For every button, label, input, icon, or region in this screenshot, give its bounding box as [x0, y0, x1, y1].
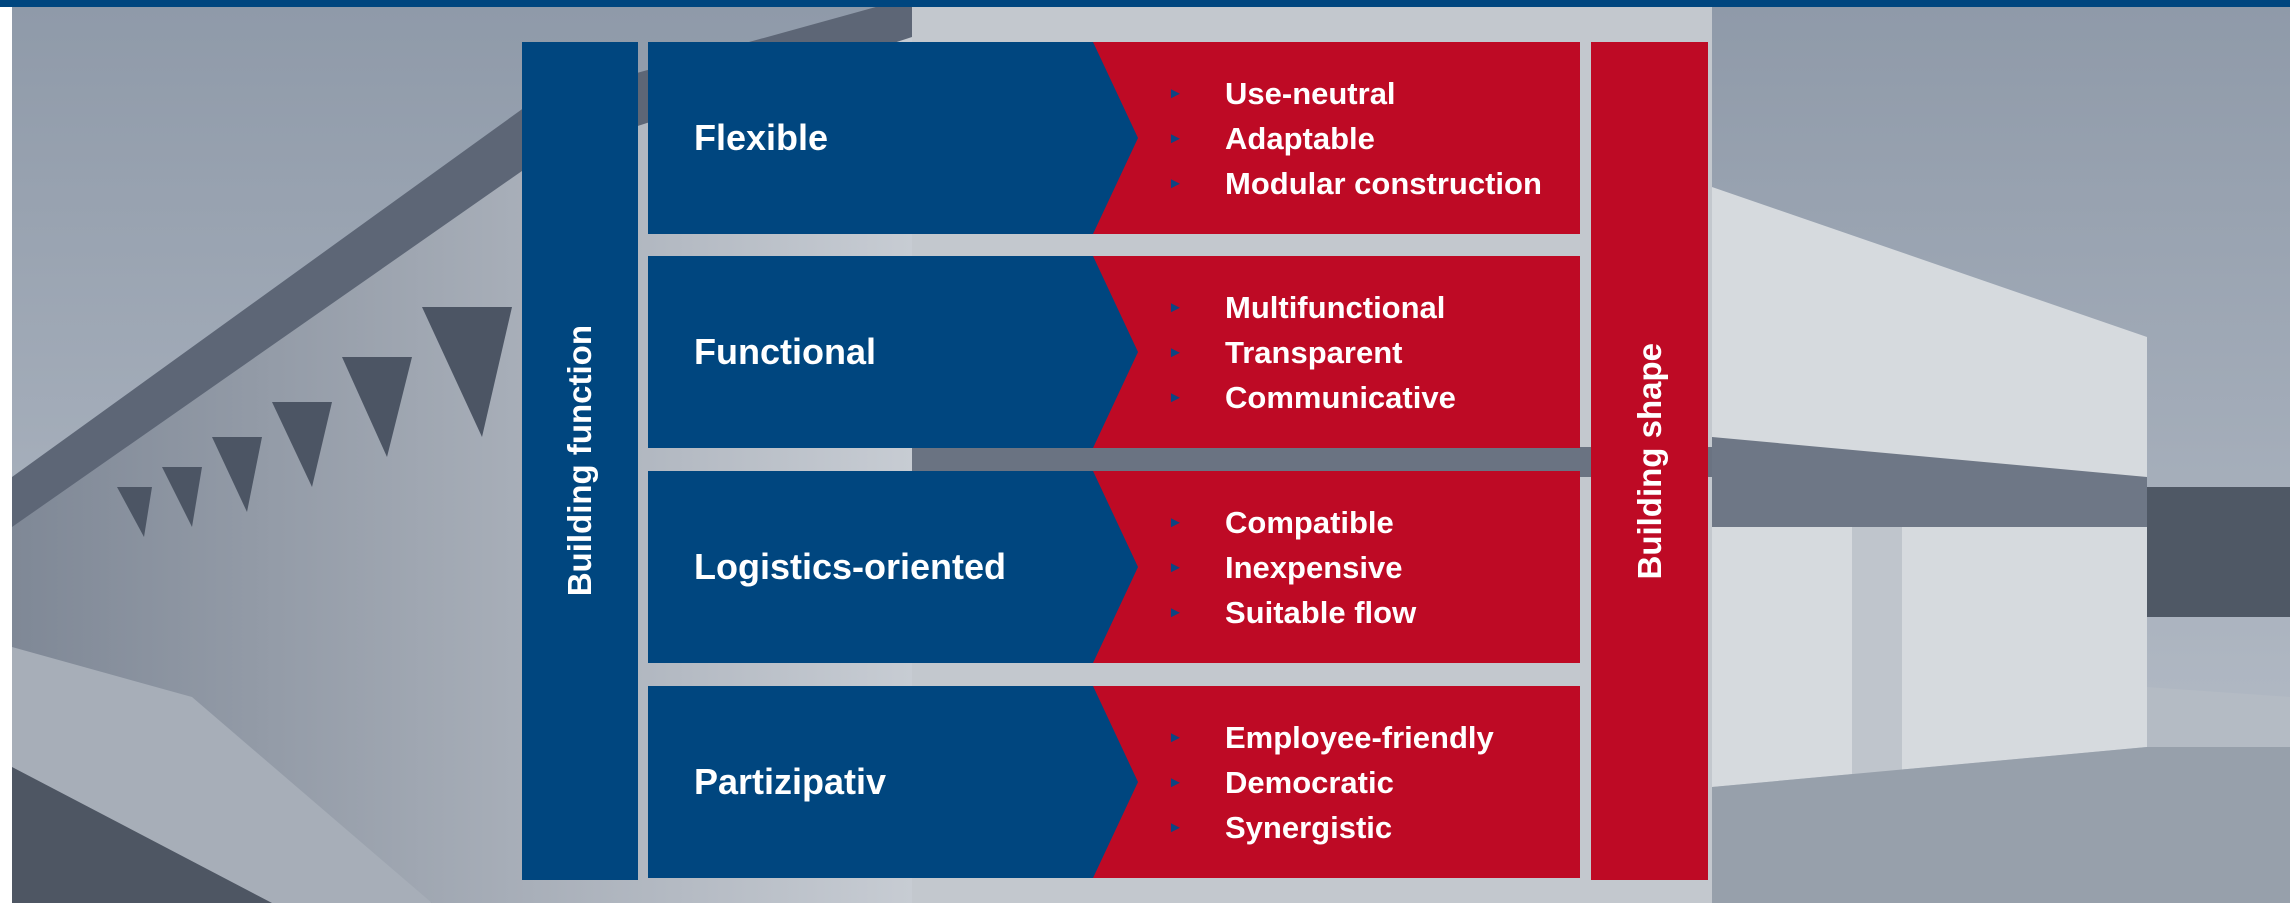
list-item-text: Modular construction: [1225, 165, 1542, 201]
row-title: Flexible: [694, 117, 829, 158]
row-chevron-shape: [648, 686, 1580, 878]
list-item: ► Adaptable: [1168, 116, 1578, 161]
list-item-text: Employee-friendly: [1225, 719, 1494, 755]
triangle-right-icon: ►: [1168, 129, 1183, 147]
criteria-row-functional: Functional ► Multifunctional ► Transparent…: [648, 256, 1580, 448]
list-item: ► Communicative: [1168, 375, 1578, 420]
triangle-right-icon: ►: [1168, 298, 1183, 316]
triangle-right-icon: ►: [1168, 174, 1183, 192]
triangle-right-icon: ►: [1168, 388, 1183, 406]
triangle-right-icon: ►: [1168, 343, 1183, 361]
triangle-right-icon: ►: [1168, 818, 1183, 836]
list-item-text: Democratic: [1225, 764, 1394, 800]
row-items: ► Compatible ► Inexpensive ► Suitable flow: [1168, 471, 1578, 663]
triangle-right-icon: ►: [1168, 728, 1183, 746]
triangle-right-icon: ►: [1168, 558, 1183, 576]
row-items: ► Employee-friendly ► Democratic ► Synergis…: [1168, 686, 1578, 878]
row-title: Partizipativ: [694, 761, 887, 802]
triangle-right-icon: ►: [1168, 513, 1183, 531]
row-items: ► Use-neutral ► Adaptable ► Modular constru…: [1168, 42, 1578, 234]
list-item-text: Inexpensive: [1225, 549, 1403, 585]
building-shape-label: Building shape: [1630, 342, 1668, 580]
list-item: ► Employee-friendly: [1168, 715, 1578, 760]
row-title: Functional: [694, 331, 876, 372]
row-chevron-shape: [648, 256, 1580, 448]
row-items: ► Multifunctional ► Transparent ► Communica…: [1168, 256, 1578, 448]
building-function-bar: Building function: [522, 42, 638, 880]
list-item-text: Transparent: [1225, 334, 1403, 370]
top-accent-bar: [0, 0, 2290, 7]
row-title: Logistics-oriented: [694, 546, 1007, 587]
triangle-right-icon: ►: [1168, 84, 1183, 102]
list-item: ► Use-neutral: [1168, 71, 1578, 116]
list-item: ► Compatible: [1168, 500, 1578, 545]
list-item: ► Suitable flow: [1168, 590, 1578, 635]
triangle-right-icon: ►: [1168, 603, 1183, 621]
list-item-text: Compatible: [1225, 504, 1394, 540]
list-item-text: Synergistic: [1225, 809, 1393, 845]
criteria-row-logistics-oriented: Logistics-oriented ► Compatible ► Inexpens…: [648, 471, 1580, 663]
criteria-row-partizipativ: Partizipativ ► Employee-friendly ► Democra…: [648, 686, 1580, 878]
list-item-text: Multifunctional: [1225, 289, 1446, 325]
list-item: ► Transparent: [1168, 330, 1578, 375]
row-chevron-shape: [648, 471, 1580, 663]
list-item: ► Multifunctional: [1168, 285, 1578, 330]
list-item: ► Modular construction: [1168, 161, 1578, 206]
list-item: ► Inexpensive: [1168, 545, 1578, 590]
triangle-right-icon: ►: [1168, 773, 1183, 791]
list-item-text: Use-neutral: [1225, 75, 1396, 111]
list-item: ► Democratic: [1168, 760, 1578, 805]
criteria-row-flexible: Flexible ► Use-neutral ► Adaptable ► Modula…: [648, 42, 1580, 234]
building-function-label: Building function: [561, 325, 598, 597]
list-item: ► Synergistic: [1168, 805, 1578, 850]
row-chevron-shape: [648, 42, 1580, 234]
building-shape-bar: Building shape: [1591, 42, 1708, 880]
list-item-text: Adaptable: [1225, 120, 1375, 156]
list-item-text: Suitable flow: [1225, 594, 1417, 630]
list-item-text: Communicative: [1225, 379, 1456, 415]
